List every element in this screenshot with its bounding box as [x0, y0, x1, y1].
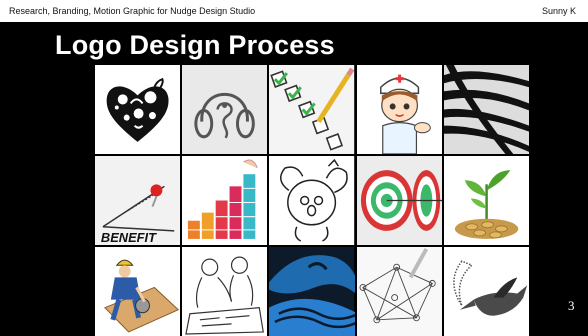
benefit-label: BENEFIT	[101, 230, 157, 245]
koala-sketch-icon	[269, 156, 355, 245]
image-grid: BENEFIT	[95, 65, 529, 336]
nurse-cartoon-icon	[356, 65, 442, 154]
blue-wave-logo-icon	[269, 247, 355, 336]
worker-saw-icon	[95, 247, 181, 336]
network-sketch-icon	[356, 247, 442, 336]
slide-title: Logo Design Process	[55, 30, 335, 60]
ornamental-heart-icon	[95, 65, 181, 154]
target-icon	[356, 156, 442, 245]
header-left-text: Research, Branding, Motion Graphic for N…	[9, 6, 256, 16]
swallow-bird-icon	[443, 247, 529, 336]
slide: Logo Design Process	[0, 22, 588, 336]
benefit-graph-icon: BENEFIT	[95, 156, 181, 245]
bar-blocks-icon	[182, 156, 268, 245]
headphones-icon	[182, 65, 268, 154]
page-number: 3	[568, 298, 575, 313]
header-right-text: Sunny K	[542, 6, 577, 16]
plant-coins-icon	[443, 156, 529, 245]
document-header: Research, Branding, Motion Graphic for N…	[0, 0, 588, 22]
checklist-icon	[269, 65, 355, 154]
zebra-pattern-icon	[443, 65, 529, 154]
sketch-people-icon	[182, 247, 268, 336]
